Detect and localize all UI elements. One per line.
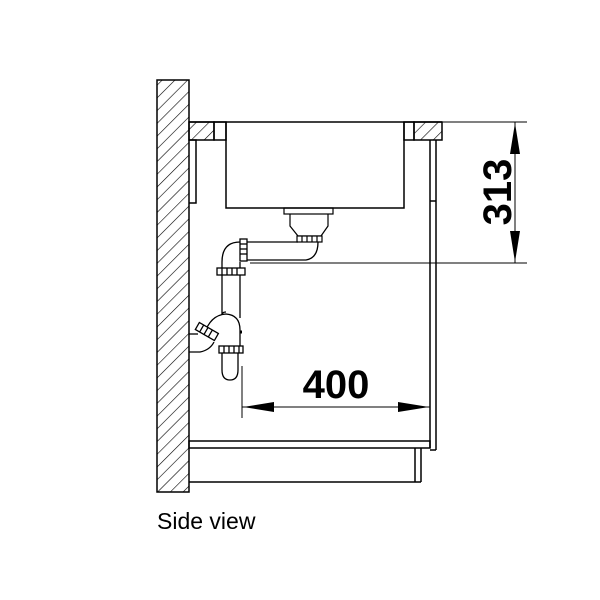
drain-strainer [283,207,334,243]
cabinet-left-panel [189,139,197,204]
caption: Side view [157,508,256,534]
dimension-depth-value: 400 [303,363,370,407]
wall [156,79,190,493]
countertop [188,121,443,141]
sink-bowl [225,122,405,209]
dimension-height-value: 313 [476,159,520,226]
dimension-depth: 400 [241,363,430,418]
trap-pipe [189,241,246,381]
dimension-height: 313 [250,121,527,264]
waste-pipe [239,238,319,262]
cabinet-bottom [188,440,431,483]
cabinet-front-panel [429,140,437,451]
